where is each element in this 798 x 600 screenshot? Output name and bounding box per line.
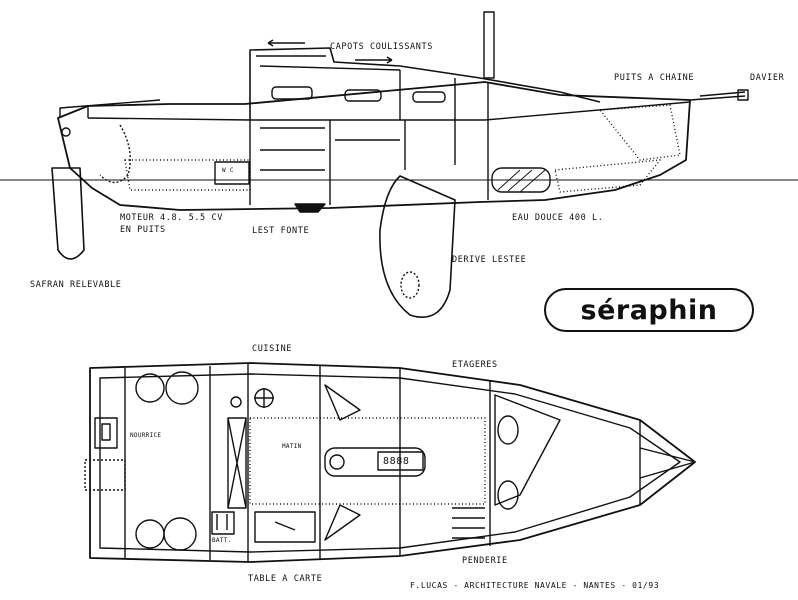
label-eau: EAU DOUCE 400 L. bbox=[512, 213, 604, 223]
label-capots: CAPOTS COULISSANTS bbox=[330, 42, 433, 52]
label-davier: DAVIER bbox=[750, 73, 785, 83]
label-nourrice: NOURRICE bbox=[130, 432, 162, 439]
cabin-top bbox=[249, 47, 601, 120]
rudder bbox=[51, 167, 85, 260]
label-puits: PUITS A CHAINE bbox=[614, 73, 695, 83]
title-badge: séraphin bbox=[544, 288, 754, 332]
label-cuisine: CUISINE bbox=[252, 344, 293, 354]
label-penderie: PENDERIE bbox=[462, 556, 508, 566]
label-wc: W C bbox=[222, 167, 234, 174]
architect-credit: F.LUCAS - ARCHITECTURE NAVALE - NANTES -… bbox=[410, 581, 660, 590]
label-moteur-2: EN PUITS bbox=[120, 225, 166, 235]
mast bbox=[483, 11, 495, 79]
label-digits: 8888 bbox=[383, 456, 410, 467]
label-lest: LEST FONTE bbox=[252, 226, 310, 236]
hull bbox=[57, 81, 691, 211]
plan-view bbox=[84, 362, 696, 563]
label-table: TABLE A CARTE bbox=[248, 574, 323, 584]
label-safran: SAFRAN RELEVABLE bbox=[30, 280, 122, 290]
centreboard bbox=[379, 175, 456, 318]
hull-plan bbox=[89, 362, 696, 563]
label-moteur-1: MOTEUR 4.8. 5.5 CV bbox=[120, 213, 223, 223]
label-derive: DERIVE LESTEE bbox=[452, 255, 527, 265]
label-mat: MATIN bbox=[282, 443, 302, 450]
label-etageres: ETAGERES bbox=[452, 360, 498, 370]
label-batt: BATT. bbox=[212, 537, 232, 544]
boat-name: séraphin bbox=[580, 294, 718, 326]
side-elevation bbox=[0, 11, 798, 318]
